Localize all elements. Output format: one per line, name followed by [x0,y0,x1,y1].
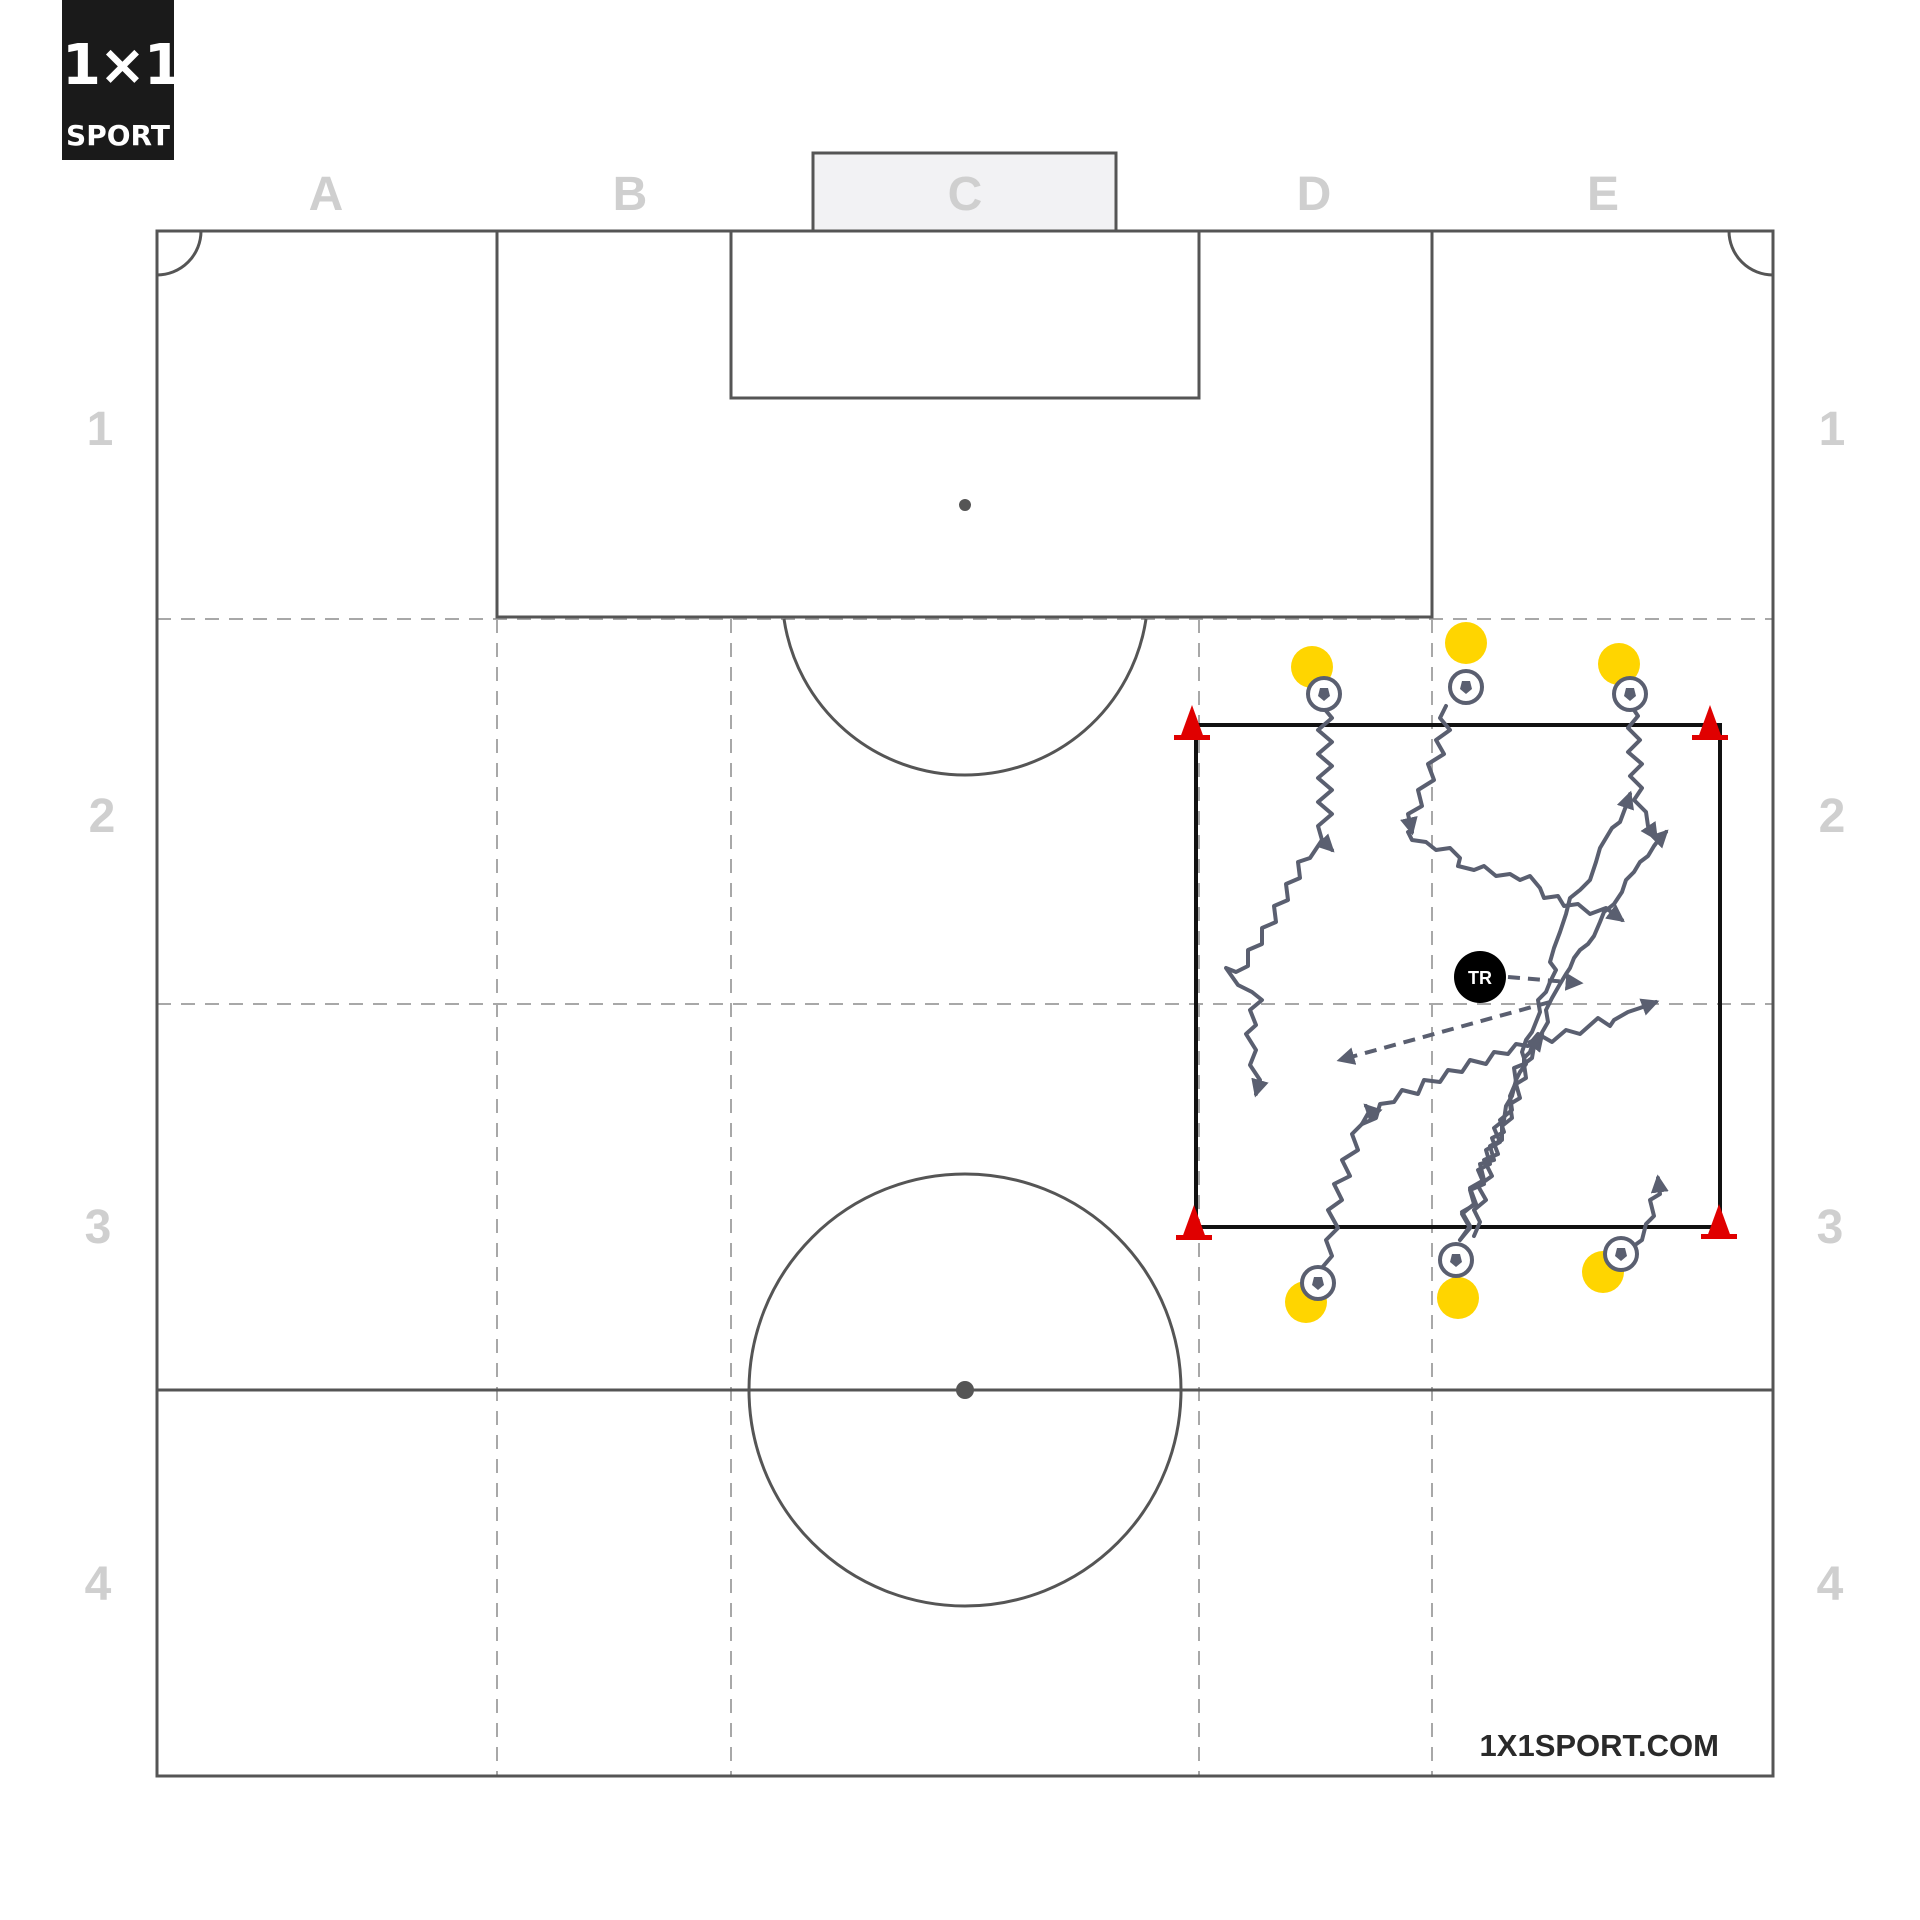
center-circle [747,1172,1183,1608]
soccer-ball-icon [1438,1242,1474,1278]
cone-icon [1692,705,1728,740]
dribble-path [1472,829,1669,1238]
dribble-paths [1224,702,1669,1272]
soccer-ball-icon [1300,1265,1336,1301]
cone-icon [1701,1204,1737,1239]
dribble-path [1360,998,1660,1126]
cone-icon [1176,1205,1212,1240]
dribble-path [1626,702,1658,841]
dribble-path [1406,830,1625,923]
players [1285,622,1640,1323]
soccer-ball-icon [1612,676,1648,712]
row-label-1-right: 1 [1819,403,1846,456]
row-labels-left: 1 2 3 4 [85,403,116,1611]
column-labels: A B C D E [309,168,1619,221]
row-label-3-left: 3 [85,1201,112,1254]
drill-area [1194,723,1722,1229]
cones [1174,705,1737,1240]
penalty-spot [959,499,971,511]
dribble-path [1318,1103,1383,1272]
soccer-ball-icon [1603,1236,1639,1272]
row-label-2-right: 2 [1819,790,1846,843]
row-label-1-left: 1 [87,403,114,456]
column-label-e: E [1587,168,1619,221]
corner-arc-right [1727,230,1774,277]
penalty-arc [782,618,1148,777]
trainer-icon: TR [1454,951,1506,1003]
dribble-path [1224,838,1324,1098]
soccer-ball-icon [1448,669,1484,705]
dribble-path [1400,704,1452,836]
player-icon [1437,1277,1479,1319]
row-label-2-left: 2 [89,790,116,843]
row-label-3-right: 3 [1817,1201,1844,1254]
logo-icon: 1×1 SPORT [62,0,183,160]
passes [1336,972,1584,1065]
dribble-path [1315,704,1335,853]
column-label-b: B [613,168,648,221]
pitch [155,151,1775,1778]
dribble-path [1458,1033,1545,1242]
dribble-path [1626,1174,1669,1252]
column-label-d: D [1297,168,1332,221]
cone-icon [1174,705,1210,740]
row-labels-right: 1 2 3 4 [1817,403,1846,1611]
zone-grid [157,618,1773,1776]
trainer-label: TR [1468,968,1492,988]
pass-arrow [1336,1000,1551,1065]
player-icon [1598,643,1640,685]
center-spot [956,1381,974,1399]
soccer-ball-icon [1306,676,1342,712]
row-label-4-right: 4 [1817,1558,1844,1611]
row-label-4-left: 4 [85,1558,112,1611]
goal-area [729,229,1201,400]
dribble-path [1458,790,1634,1242]
penalty-area [495,229,1434,619]
corner-arc-left [156,230,203,277]
website-label: 1X1SPORT.COM [1480,1728,1719,1763]
pass-arrow [1507,972,1584,991]
logo-mark: 1×1 [62,33,183,98]
logo-word: SPORT [66,119,170,152]
player-icon [1445,622,1487,664]
column-label-c: C [948,168,983,221]
column-label-a: A [309,168,344,221]
balls [1300,669,1648,1301]
dribble-paths-bottom [1458,1033,1669,1252]
